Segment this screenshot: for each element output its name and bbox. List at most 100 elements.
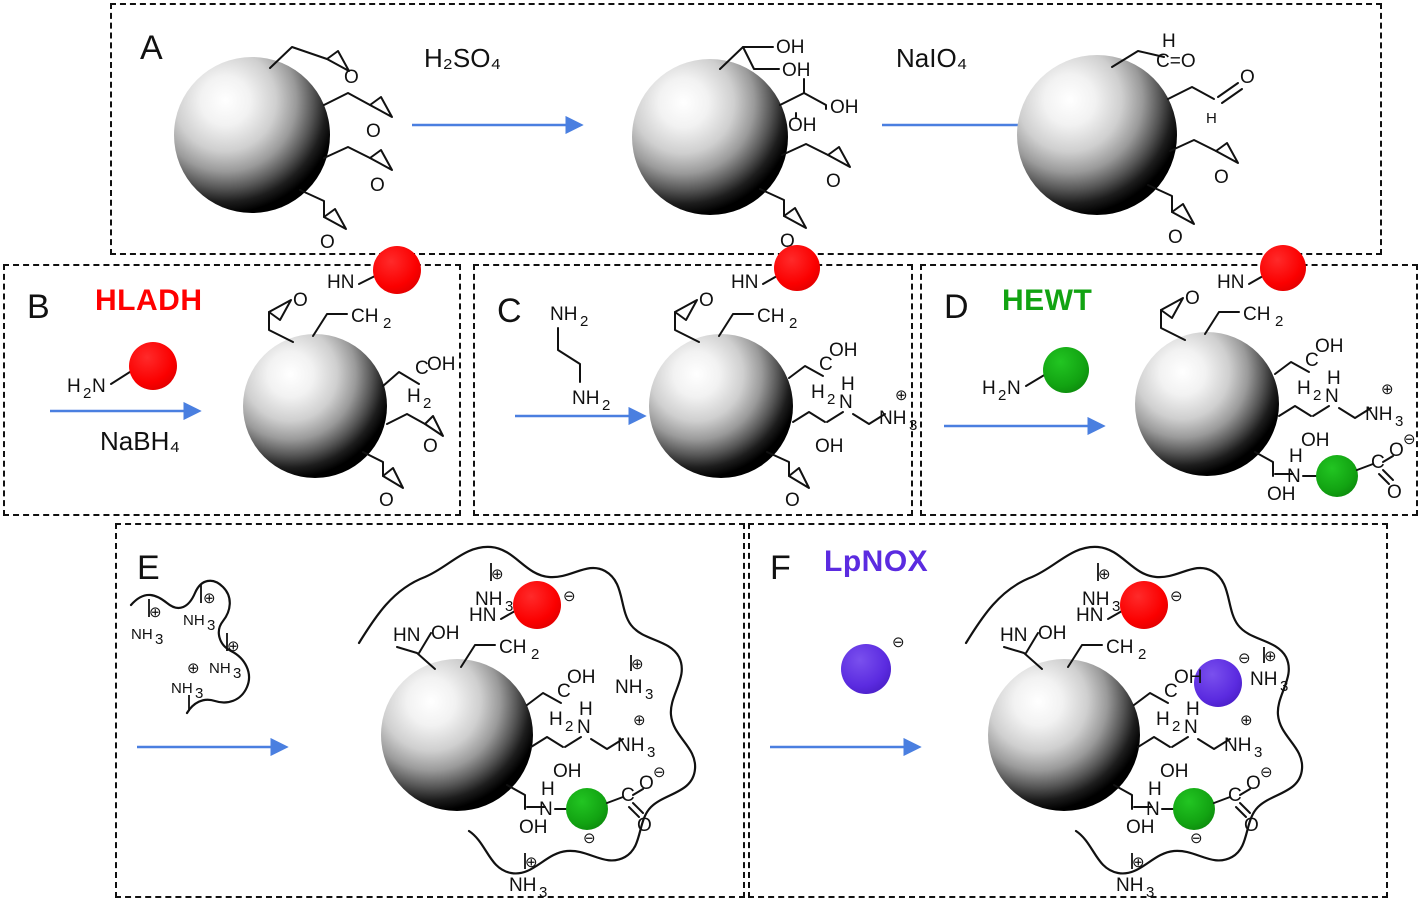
svg-text:⊖: ⊖: [1238, 650, 1251, 667]
svg-text:OH: OH: [1174, 667, 1203, 688]
svg-text:2: 2: [602, 397, 610, 414]
svg-text:O: O: [699, 290, 714, 311]
svg-text:2: 2: [423, 395, 431, 412]
svg-text:2: 2: [565, 718, 573, 735]
svg-text:H: H: [1156, 709, 1170, 730]
svg-text:C=O: C=O: [1156, 51, 1196, 72]
arrow-4: [515, 406, 647, 426]
svg-text:N: N: [577, 717, 591, 738]
svg-text:O: O: [1168, 227, 1183, 248]
panel-d-label: D: [944, 288, 969, 326]
svg-text:HN: HN: [469, 605, 496, 626]
svg-text:⊕: ⊕: [525, 854, 538, 871]
svg-text:3: 3: [155, 631, 163, 648]
svg-text:NH: NH: [131, 626, 153, 643]
svg-text:⊖: ⊖: [892, 634, 905, 651]
svg-text:C: C: [557, 681, 571, 702]
svg-text:N: N: [1146, 799, 1160, 820]
svg-text:⊖: ⊖: [1190, 830, 1203, 847]
svg-text:O: O: [320, 232, 335, 253]
svg-text:NH: NH: [183, 612, 205, 629]
svg-text:⊕: ⊕: [1264, 648, 1277, 665]
svg-text:H: H: [541, 779, 555, 800]
svg-text:⊖: ⊖: [1260, 764, 1273, 781]
svg-text:⊕: ⊕: [1240, 712, 1253, 729]
svg-text:OH: OH: [553, 761, 582, 782]
svg-text:3: 3: [539, 884, 547, 901]
svg-text:NH: NH: [1365, 404, 1392, 425]
svg-text:OH: OH: [1038, 623, 1067, 644]
svg-text:H: H: [1206, 110, 1217, 127]
lpnox-label: LpNOX: [824, 545, 929, 578]
svg-text:2: 2: [580, 313, 588, 330]
svg-text:3: 3: [1146, 884, 1154, 901]
svg-text:NH: NH: [1224, 735, 1251, 756]
svg-text:NH: NH: [209, 660, 231, 677]
svg-text:N: N: [1287, 466, 1301, 487]
svg-text:H: H: [1186, 699, 1200, 720]
svg-text:C: C: [1164, 681, 1178, 702]
svg-text:HN: HN: [1000, 625, 1027, 646]
svg-text:N: N: [839, 392, 853, 413]
svg-text:O: O: [370, 175, 385, 196]
svg-text:HN: HN: [1217, 272, 1244, 293]
arrow-7: [770, 737, 922, 757]
svg-text:H: H: [1289, 446, 1303, 467]
svg-text:H: H: [549, 709, 563, 730]
svg-text:3: 3: [1112, 598, 1120, 615]
svg-text:OH: OH: [427, 354, 456, 375]
svg-text:NH: NH: [509, 875, 536, 896]
svg-text:OH: OH: [829, 340, 858, 361]
svg-text:O: O: [1246, 773, 1261, 794]
structure-diol-bead: OH OH OH OH O O: [632, 37, 859, 252]
svg-text:O: O: [637, 815, 652, 836]
svg-text:C: C: [819, 354, 833, 375]
svg-text:⊕: ⊕: [631, 656, 644, 673]
svg-text:NH: NH: [572, 388, 599, 409]
svg-text:O: O: [826, 171, 841, 192]
svg-text:⊖: ⊖: [1170, 588, 1183, 605]
svg-text:H: H: [1162, 31, 1176, 52]
svg-text:H: H: [1297, 378, 1311, 399]
svg-text:O: O: [785, 490, 800, 511]
svg-text:NH: NH: [475, 589, 502, 610]
svg-text:CH: CH: [351, 306, 378, 327]
svg-text:O: O: [1214, 167, 1229, 188]
svg-text:HN: HN: [1076, 605, 1103, 626]
arrow-6: [137, 737, 289, 757]
svg-text:H: H: [811, 382, 825, 403]
svg-text:3: 3: [1254, 744, 1262, 761]
svg-text:H: H: [841, 374, 855, 395]
svg-text:C: C: [1305, 350, 1319, 371]
svg-text:2: 2: [1313, 387, 1321, 404]
svg-text:C: C: [415, 358, 429, 379]
svg-text:CH: CH: [757, 306, 784, 327]
svg-text:HN: HN: [327, 272, 354, 293]
svg-text:NH: NH: [550, 304, 577, 325]
svg-text:⊖: ⊖: [1403, 431, 1416, 448]
svg-text:H: H: [579, 699, 593, 720]
svg-text:3: 3: [647, 744, 655, 761]
panel-e-label: E: [137, 549, 160, 587]
svg-text:N: N: [92, 376, 106, 397]
svg-text:OH: OH: [815, 436, 844, 457]
svg-text:OH: OH: [1126, 817, 1155, 838]
svg-text:2: 2: [1172, 718, 1180, 735]
svg-text:2: 2: [827, 391, 835, 408]
panel-a-label: A: [140, 29, 163, 67]
svg-text:O: O: [366, 121, 381, 142]
svg-text:⊕: ⊕: [633, 712, 646, 729]
structure-aldehyde-bead: H C=O H O O O: [1017, 31, 1255, 248]
panel-c-label: C: [497, 292, 522, 330]
svg-text:NH: NH: [615, 677, 642, 698]
svg-text:H: H: [1327, 368, 1341, 389]
svg-text:CH: CH: [1106, 637, 1133, 658]
